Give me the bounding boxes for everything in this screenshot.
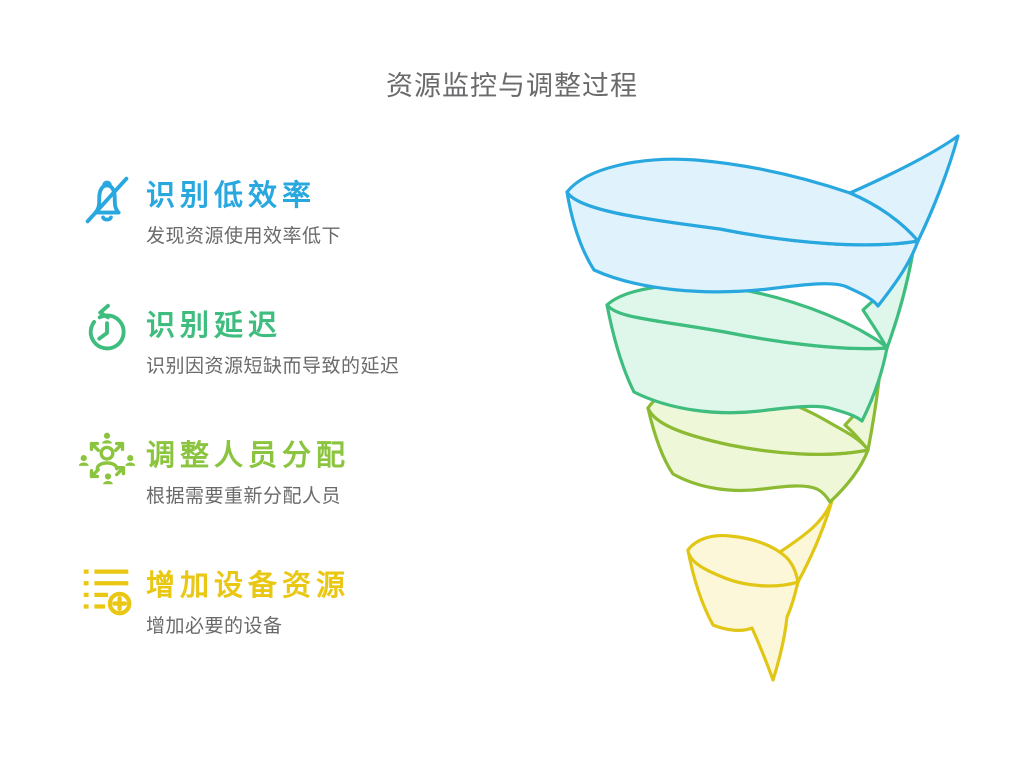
step-heading: 调整人员分配 <box>146 440 351 472</box>
step-item-identify-delay: 识别延迟 识别因资源短缺而导致的延迟 <box>76 297 400 379</box>
bell-off-icon <box>76 169 138 231</box>
funnel-bands <box>565 134 960 682</box>
history-clock-icon <box>76 299 138 361</box>
step-text: 识别低效率 发现资源使用效率低下 <box>146 167 341 249</box>
step-item-identify-inefficiency: 识别低效率 发现资源使用效率低下 <box>76 167 341 249</box>
spiral-funnel-graphic <box>530 120 1000 700</box>
step-heading: 识别低效率 <box>146 180 317 212</box>
add-list-icon <box>76 559 138 621</box>
step-heading: 增加设备资源 <box>146 570 351 602</box>
step-text: 识别延迟 识别因资源短缺而导致的延迟 <box>146 297 400 379</box>
step-text: 调整人员分配 根据需要重新分配人员 <box>146 427 350 509</box>
step-description: 根据需要重新分配人员 <box>146 486 342 507</box>
step-description: 识别因资源短缺而导致的延迟 <box>146 356 400 377</box>
funnel-band1-rim <box>565 157 920 247</box>
step-description: 发现资源使用效率低下 <box>146 226 342 247</box>
step-heading: 识别延迟 <box>146 310 283 342</box>
step-item-add-equipment: 增加设备资源 增加必要的设备 <box>76 557 350 639</box>
people-redistribute-icon <box>76 429 138 491</box>
step-description: 增加必要的设备 <box>146 616 283 637</box>
step-text: 增加设备资源 增加必要的设备 <box>146 557 350 639</box>
funnel-band4-rim <box>686 533 800 588</box>
step-item-adjust-staffing: 调整人员分配 根据需要重新分配人员 <box>76 427 350 509</box>
page-title: 资源监控与调整过程 <box>386 71 638 101</box>
